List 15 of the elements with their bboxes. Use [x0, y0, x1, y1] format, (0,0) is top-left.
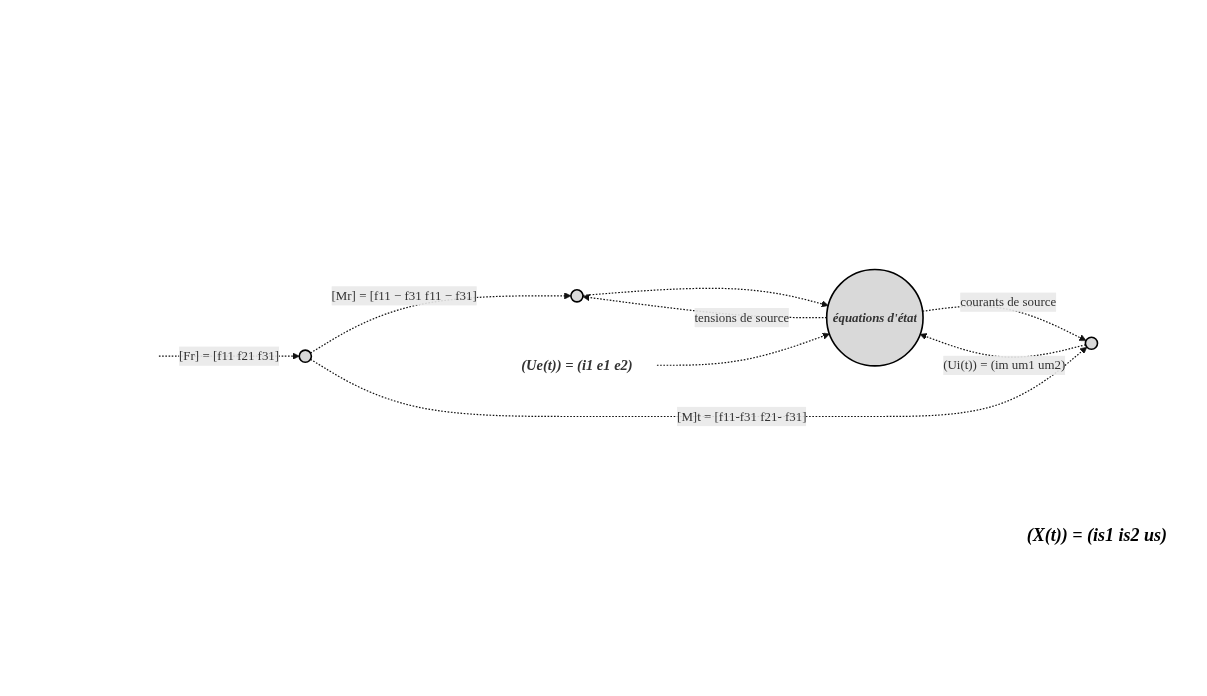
node-circle: équations d'état — [825, 268, 924, 367]
edge-label: courants de source — [959, 295, 1056, 309]
node-text: (Ue(t)) = (i1 e1 e2) — [520, 356, 633, 374]
node-circle — [569, 289, 584, 303]
edge-label: [M]t = [f11-f31 f21- f31] — [676, 409, 806, 424]
edge-label: tensions de source — [693, 310, 789, 325]
arrow — [581, 287, 829, 308]
node-circle — [1084, 336, 1098, 351]
arrow — [655, 332, 830, 367]
edge-label: [Mr] = [f11 − f31 f11 − f31] — [331, 288, 477, 303]
output-vector-label: (X(t)) = (is1 is2 us) — [1026, 525, 1167, 546]
arrow — [309, 347, 1087, 418]
node-circle — [297, 349, 312, 364]
edge-label: (Ui(t)) = (im um1 um2) — [942, 358, 1065, 372]
edge-label: [Fr] = [f11 f21 f31] — [178, 349, 279, 363]
